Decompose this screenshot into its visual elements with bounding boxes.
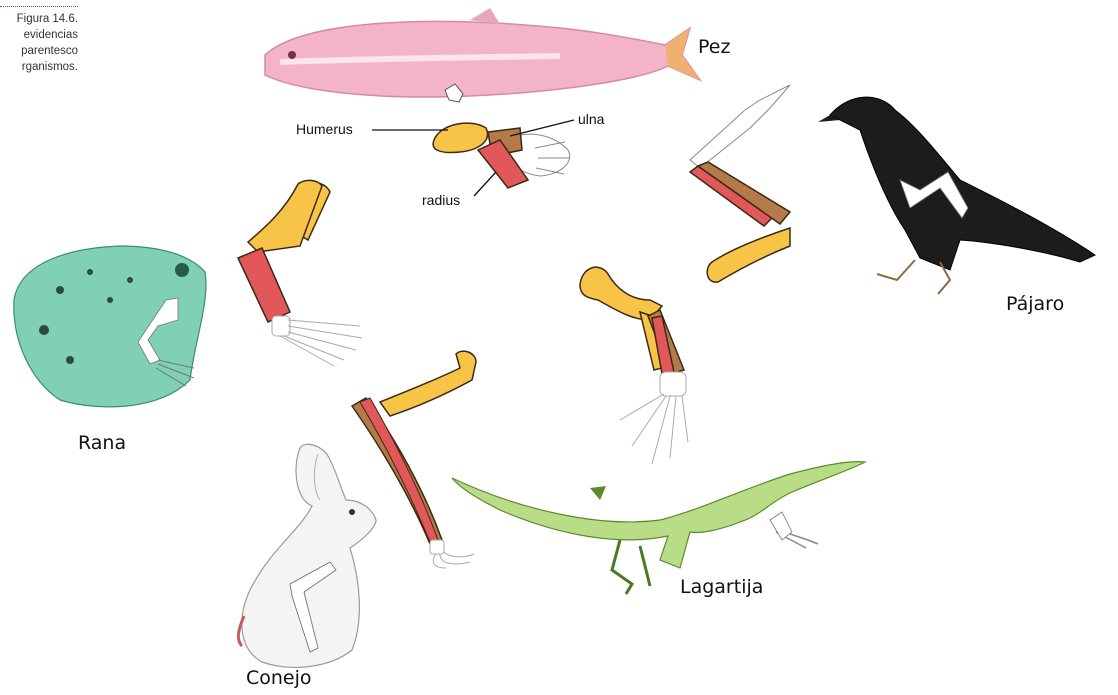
bird-label: Pájaro (1006, 293, 1064, 315)
lizard-label: Lagartija (680, 576, 763, 598)
frog-illustration (14, 246, 206, 407)
humerus-label: Humerus (296, 121, 353, 137)
rabbit-illustration (238, 444, 376, 667)
fin-bones (372, 120, 574, 196)
fish-illustration (265, 8, 700, 102)
lizard-limb-bones (580, 267, 688, 464)
rabbit-limb-bones (352, 351, 476, 568)
ulna-label: ulna (578, 111, 604, 127)
bird-wing-bones (690, 85, 790, 282)
rabbit-label: Conejo (246, 667, 312, 689)
bird-illustration (818, 97, 1095, 294)
frog-label: Rana (78, 432, 126, 454)
lizard-illustration (452, 462, 865, 594)
radius-label: radius (422, 192, 460, 208)
frog-limb-bones (238, 180, 362, 366)
fish-label: Pez (698, 36, 730, 58)
